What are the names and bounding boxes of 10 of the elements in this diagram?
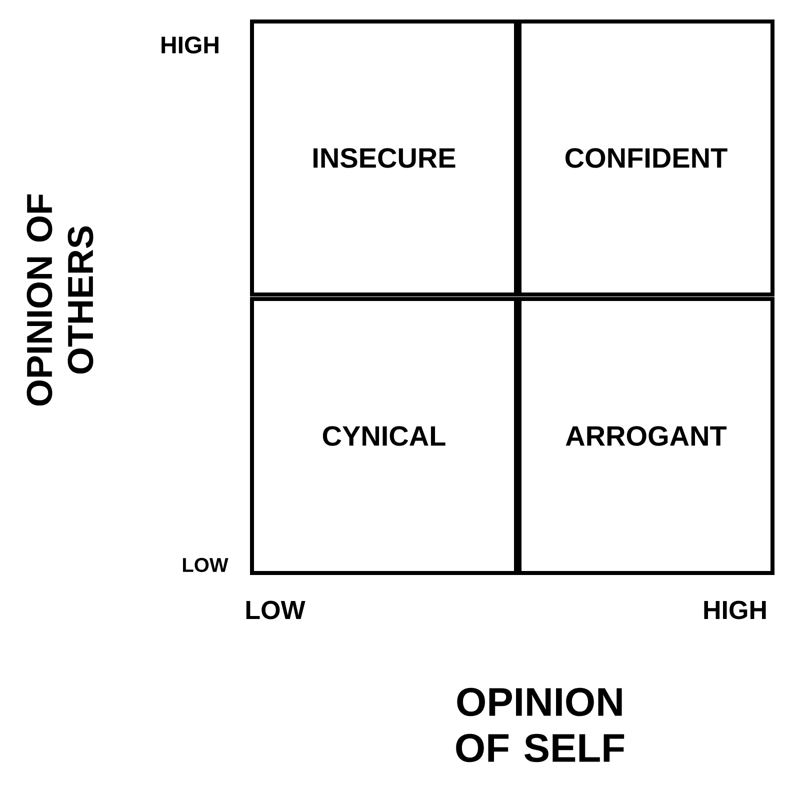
quadrant-box: CYNICAL bbox=[250, 297, 518, 575]
axis-title: OPINION OF OTHERS bbox=[26, 194, 94, 406]
quadrant-box: INSECURE bbox=[250, 20, 518, 296]
axis-tick-label: HIGH bbox=[704, 600, 766, 620]
axis-title: OPINION OF SELF bbox=[456, 688, 624, 762]
axis-tick-label: HIGH bbox=[162, 36, 218, 54]
quadrant-box: CONFIDENT bbox=[518, 20, 774, 296]
axis-tick-label: LOW bbox=[183, 558, 228, 572]
axis-tick-label: LOW bbox=[246, 600, 306, 620]
quadrant-box: ARROGANT bbox=[518, 297, 774, 575]
